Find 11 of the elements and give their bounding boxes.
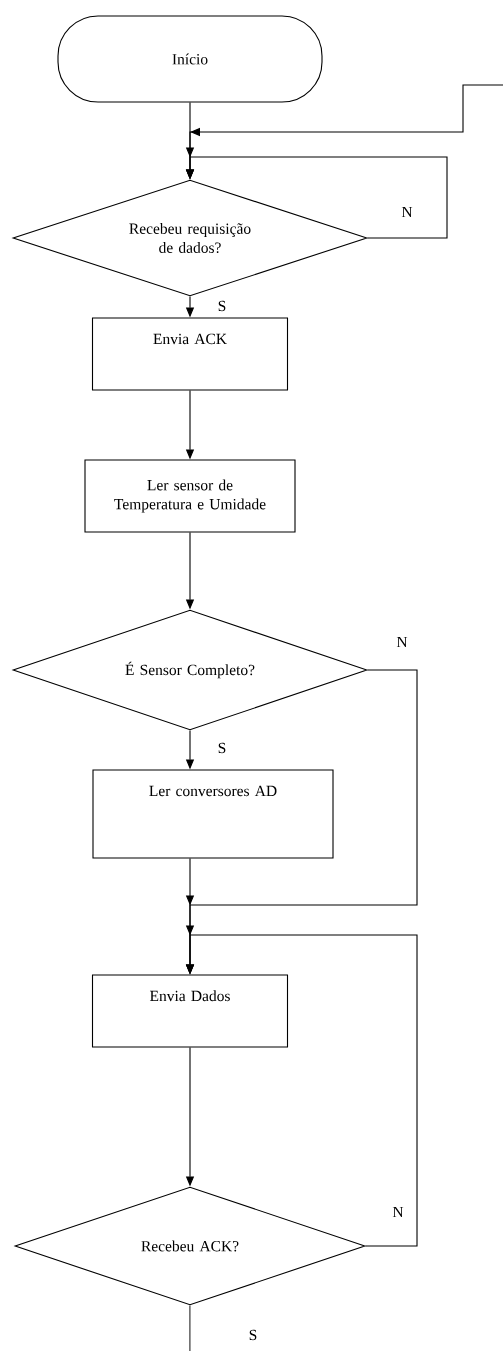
process-box: Envia Dados bbox=[91, 974, 289, 1048]
process-box: Ler sensor de Temperatura e Umidade bbox=[84, 459, 296, 533]
edge-label: S bbox=[247, 1328, 259, 1342]
start-terminal: Início bbox=[57, 15, 323, 103]
edge-label: S bbox=[216, 741, 228, 755]
process-box: Ler conversores AD bbox=[92, 769, 334, 859]
process-box: Envia ACK bbox=[91, 317, 289, 391]
edge-label: S bbox=[216, 299, 228, 313]
edge-label: N bbox=[391, 1205, 405, 1219]
edge-label: N bbox=[395, 635, 409, 649]
edge-label: N bbox=[400, 205, 414, 219]
